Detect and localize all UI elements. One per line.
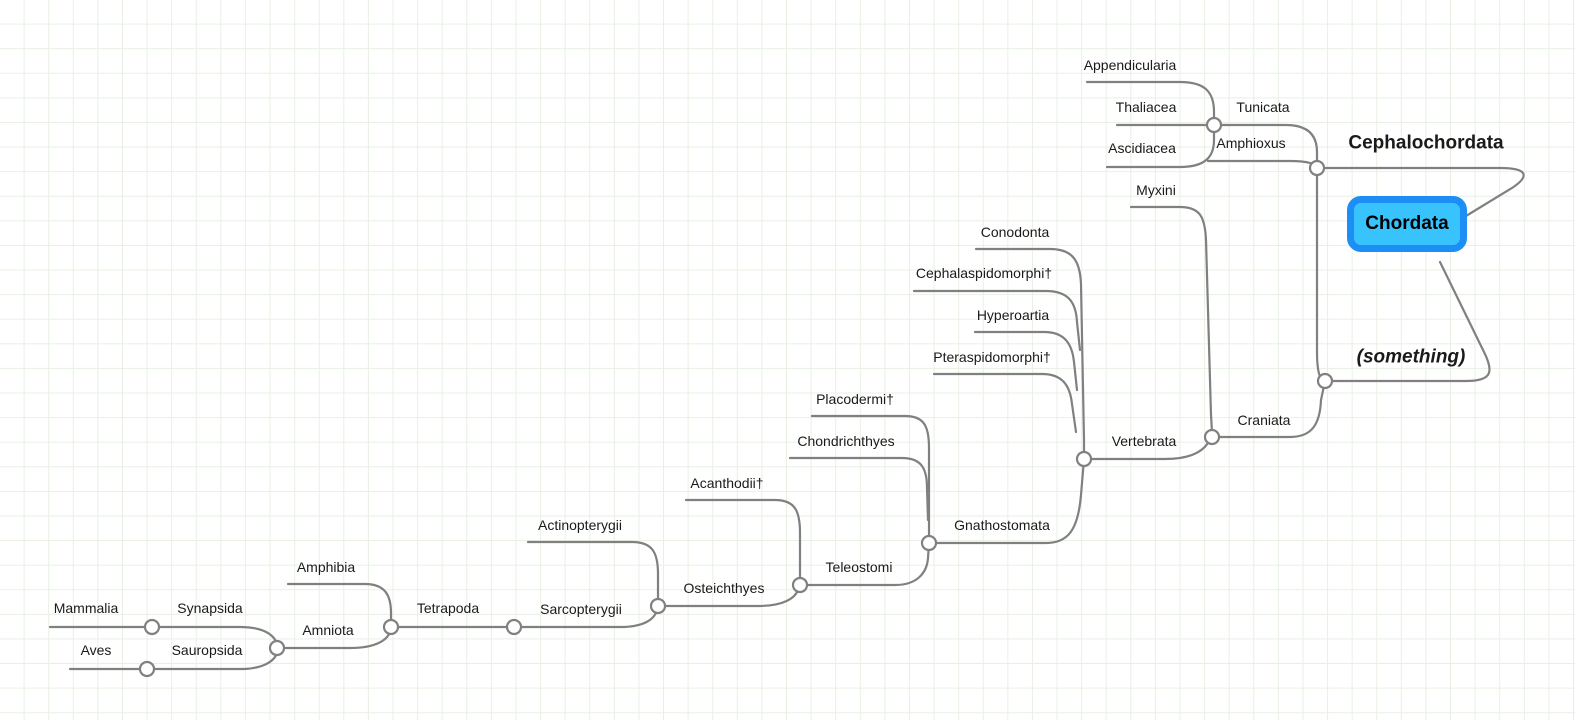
node-amniota-split[interactable]	[268, 639, 286, 657]
branch-hyperoartia	[973, 330, 1079, 392]
taxon-label-chondrichthyes[interactable]: Chondrichthyes	[797, 433, 895, 449]
taxon-label-cephalaspidomorphi[interactable]: Cephalaspidomorphi†	[915, 265, 1053, 281]
taxon-label-sarcopterygii[interactable]: Sarcopterygii	[540, 601, 622, 617]
taxon-label-amphibia[interactable]: Amphibia	[296, 559, 356, 575]
branch-craniata-up	[1315, 166, 1327, 383]
branch-gnathostomata-stem	[927, 457, 1086, 545]
branch-tunicata-stem	[1212, 123, 1319, 170]
taxon-label-aves[interactable]: Aves	[80, 642, 112, 658]
taxon-label-pteraspidomorphi[interactable]: Pteraspidomorphi†	[933, 349, 1051, 365]
taxon-label-thaliacea[interactable]: Thaliacea	[1115, 99, 1177, 115]
branch-craniata-stem	[1210, 379, 1327, 439]
branch-actinopterygii	[526, 540, 660, 608]
taxon-label-gnathostomata[interactable]: Gnathostomata	[954, 517, 1050, 533]
branch-appendicularia	[1085, 80, 1216, 127]
taxon-label-actinopterygii[interactable]: Actinopterygii	[537, 517, 623, 533]
branch-placodermi	[810, 414, 931, 545]
something-label[interactable]: (something)	[1356, 346, 1466, 368]
taxon-label-tunicata[interactable]: Tunicata	[1236, 99, 1290, 115]
branch-chondrichthyes	[788, 456, 930, 522]
taxon-label-teleostomi[interactable]: Teleostomi	[825, 559, 893, 575]
taxon-label-myxini[interactable]: Myxini	[1136, 182, 1176, 198]
branch-acanthodii	[684, 498, 802, 587]
node-craniata[interactable]	[1316, 372, 1334, 390]
branch-myxini	[1129, 205, 1214, 439]
taxon-label-amphioxus[interactable]: Amphioxus	[1216, 135, 1286, 151]
node-amniota[interactable]	[382, 618, 400, 636]
node-synapsida[interactable]	[143, 618, 161, 636]
cephalochordata-label[interactable]: Cephalochordata	[1348, 132, 1504, 154]
taxon-label-vertebrata[interactable]: Vertebrata	[1111, 433, 1177, 449]
taxon-label-amniota[interactable]: Amniota	[302, 622, 354, 638]
taxon-label-synapsida[interactable]: Synapsida	[177, 600, 243, 616]
taxon-label-sauropsida[interactable]: Sauropsida	[171, 642, 243, 658]
node-tetrapoda[interactable]	[505, 618, 523, 636]
node-vertebrata[interactable]	[1203, 428, 1221, 446]
taxon-label-ascidiacea[interactable]: Ascidiacea	[1108, 140, 1176, 156]
taxon-label-acanthodii[interactable]: Acanthodii†	[690, 475, 764, 491]
branch-teleostomi-stem	[798, 541, 931, 587]
taxon-label-mammalia[interactable]: Mammalia	[53, 600, 119, 616]
branch-amphibia	[286, 582, 393, 629]
node-sauropsida[interactable]	[138, 660, 156, 678]
taxon-label-placodermi[interactable]: Placodermi†	[816, 391, 894, 407]
branch-cephalaspidomorphi	[912, 289, 1082, 352]
node-teleostomi[interactable]	[920, 534, 938, 552]
branch-craniata-to-root	[1323, 260, 1491, 383]
taxon-label-appendicularia[interactable]: Appendicularia	[1083, 57, 1177, 73]
root-node-chordata[interactable]: Chordata	[1347, 196, 1467, 252]
branch-ascidiacea	[1105, 123, 1216, 169]
node-tunicata[interactable]	[1205, 116, 1223, 134]
taxon-label-conodonta[interactable]: Conodonta	[980, 224, 1050, 240]
branch-cephalochordata-to-root	[1315, 166, 1525, 218]
node-gnathostomata[interactable]	[1075, 450, 1093, 468]
taxon-label-hyperoartia[interactable]: Hyperoartia	[976, 307, 1050, 323]
branch-pteraspidomorphi	[932, 372, 1078, 434]
taxon-label-tetrapoda[interactable]: Tetrapoda	[416, 600, 480, 616]
taxon-label-craniata[interactable]: Craniata	[1237, 412, 1291, 428]
node-chordata-tunicate-join[interactable]	[1308, 159, 1326, 177]
branch-amphioxus	[1206, 159, 1319, 170]
node-sarcopterygii[interactable]	[649, 597, 667, 615]
node-osteichthyes[interactable]	[791, 576, 809, 594]
taxon-label-osteichthyes[interactable]: Osteichthyes	[683, 580, 765, 596]
